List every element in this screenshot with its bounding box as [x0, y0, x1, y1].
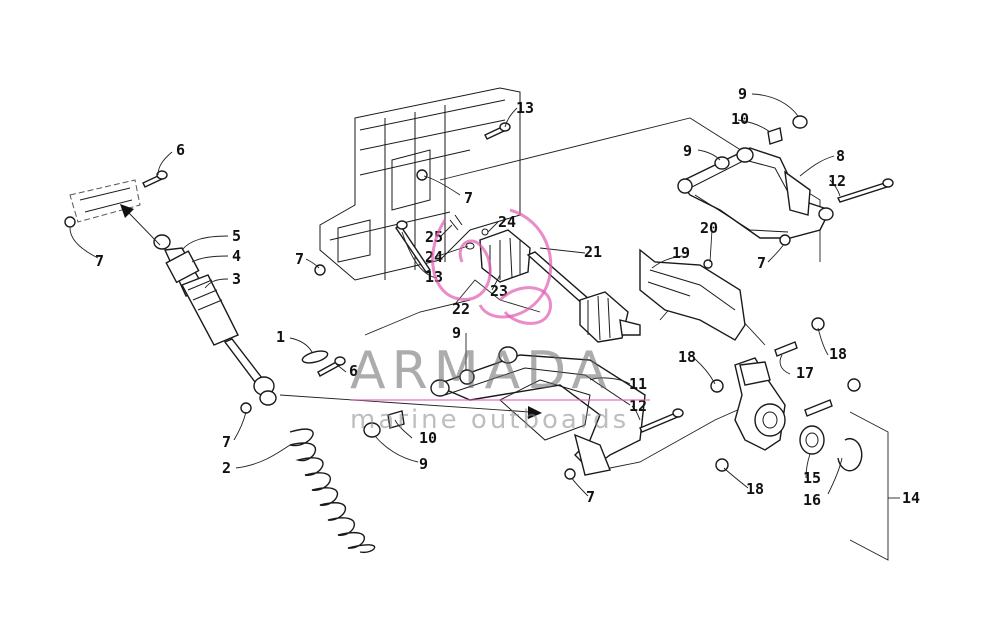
callout-7-frame-b: 7 [464, 189, 473, 207]
callout-7-frame-a: 7 [295, 250, 304, 268]
frame-chassis [69, 87, 521, 281]
callout-4: 4 [232, 247, 241, 265]
callout-9-bottom: 9 [419, 455, 428, 473]
drive-axle [479, 229, 641, 343]
callout-5: 5 [232, 227, 241, 245]
callout-12-upper: 12 [828, 172, 846, 190]
callout-7-upper-arm: 7 [757, 254, 766, 272]
callout-10-top: 10 [731, 110, 749, 128]
callout-7-lower-arm: 7 [586, 488, 595, 506]
lower-a-arm [430, 346, 646, 476]
callout-17: 17 [796, 364, 814, 382]
callout-13-top: 13 [516, 99, 534, 117]
callout-19: 19 [672, 244, 690, 262]
callout-6-lower: 6 [349, 362, 358, 380]
shock-absorber [153, 234, 277, 406]
watermark: ARMADA marine outboards [350, 208, 650, 435]
callout-3: 3 [232, 270, 241, 288]
callout-12-lower: 12 [629, 397, 647, 415]
watermark-logo [431, 208, 553, 325]
callout-6-top: 6 [176, 141, 185, 159]
callout-24-top: 24 [498, 213, 516, 231]
callout-16: 16 [803, 491, 821, 509]
callout-22: 22 [452, 300, 470, 318]
callout-15: 15 [803, 469, 821, 487]
callout-9-upper-arm: 9 [683, 142, 692, 160]
coil-spring [289, 428, 376, 554]
callout-7-left: 7 [95, 252, 104, 270]
watermark-tagline: marine outboards [350, 405, 629, 435]
callout-1: 1 [276, 328, 285, 346]
callout-9-lower-arm: 9 [452, 324, 461, 342]
callout-11: 11 [629, 375, 647, 393]
callout-14: 14 [902, 489, 920, 507]
callout-18-left: 18 [678, 348, 696, 366]
cv-guard [639, 248, 746, 341]
callout-18-right: 18 [829, 345, 847, 363]
watermark-brand: ARMADA [350, 341, 613, 401]
steering-knuckle [734, 357, 863, 472]
callout-leaders [69, 93, 900, 499]
callout-21: 21 [584, 243, 602, 261]
upper-a-arm [677, 147, 834, 239]
callout-10-bottom: 10 [419, 429, 437, 447]
callout-18-bottom: 18 [746, 480, 764, 498]
callout-20: 20 [700, 219, 718, 237]
callout-8: 8 [836, 147, 845, 165]
callout-7-shock: 7 [222, 433, 231, 451]
callout-9-top-right: 9 [738, 85, 747, 103]
install-arrows [120, 204, 542, 419]
callout-2: 2 [222, 459, 231, 477]
callout-labels: 1 2 3 4 5 6 6 7 7 7 7 7 7 8 9 9 9 9 10 1… [95, 85, 920, 509]
